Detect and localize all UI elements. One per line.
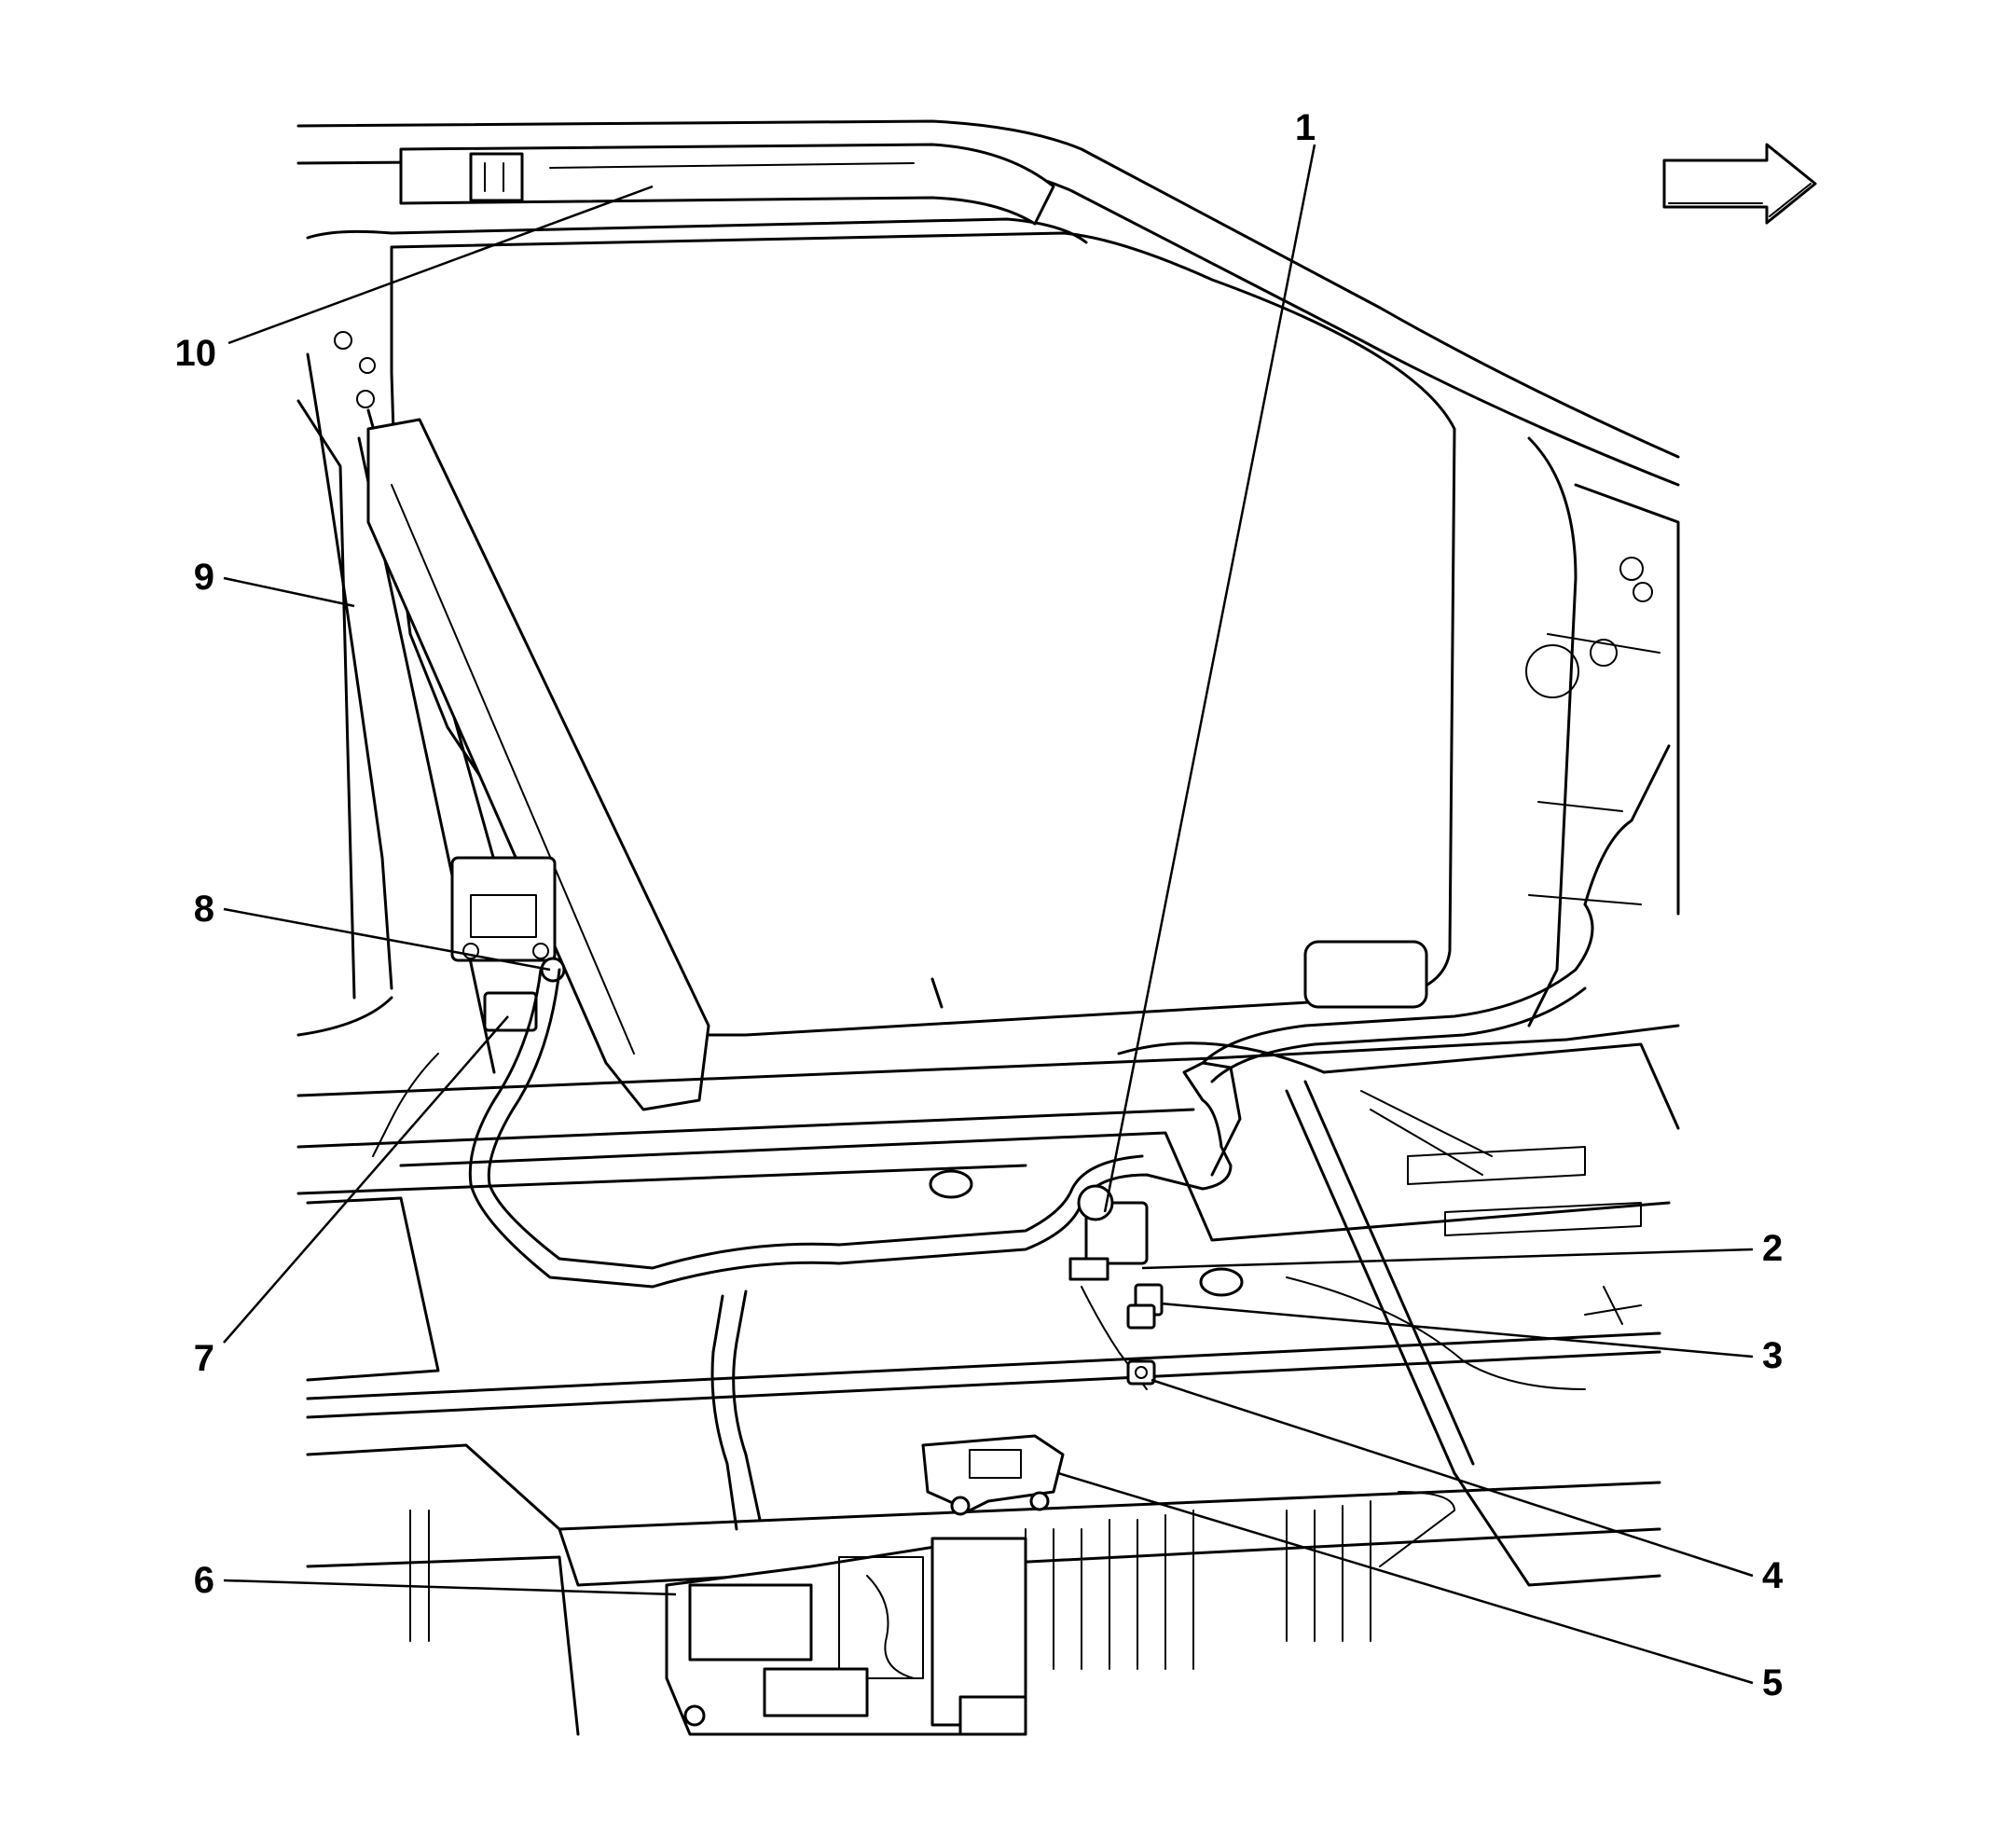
pillar-module bbox=[450, 856, 566, 1032]
callout-5: 5 bbox=[1762, 1662, 1783, 1703]
callout-3: 3 bbox=[1762, 1335, 1783, 1376]
sensor-3 bbox=[1126, 1283, 1164, 1330]
callout-6: 6 bbox=[194, 1560, 214, 1601]
callout-1: 1 bbox=[1295, 107, 1316, 148]
callout-8: 8 bbox=[194, 889, 214, 930]
callout-2: 2 bbox=[1762, 1228, 1783, 1269]
harness-connector bbox=[1068, 1184, 1149, 1281]
callout-labels: 1 2 3 4 5 6 7 8 9 10 bbox=[175, 107, 1784, 1703]
callout-10: 10 bbox=[175, 333, 217, 374]
wiring-harness bbox=[372, 744, 1671, 1531]
callout-9: 9 bbox=[194, 557, 214, 598]
sensing-module-5 bbox=[921, 1434, 1065, 1516]
forward-arrow-icon bbox=[1662, 143, 1817, 225]
callout-4: 4 bbox=[1762, 1555, 1784, 1596]
harness-clip bbox=[1126, 1359, 1156, 1386]
control-module-6 bbox=[665, 1537, 1027, 1736]
roof-rail-airbag bbox=[399, 143, 1055, 226]
pillar-trim bbox=[366, 418, 710, 1111]
leader-lines bbox=[223, 144, 1754, 1685]
callout-7: 7 bbox=[194, 1338, 214, 1379]
floor-structure bbox=[296, 940, 1680, 1736]
